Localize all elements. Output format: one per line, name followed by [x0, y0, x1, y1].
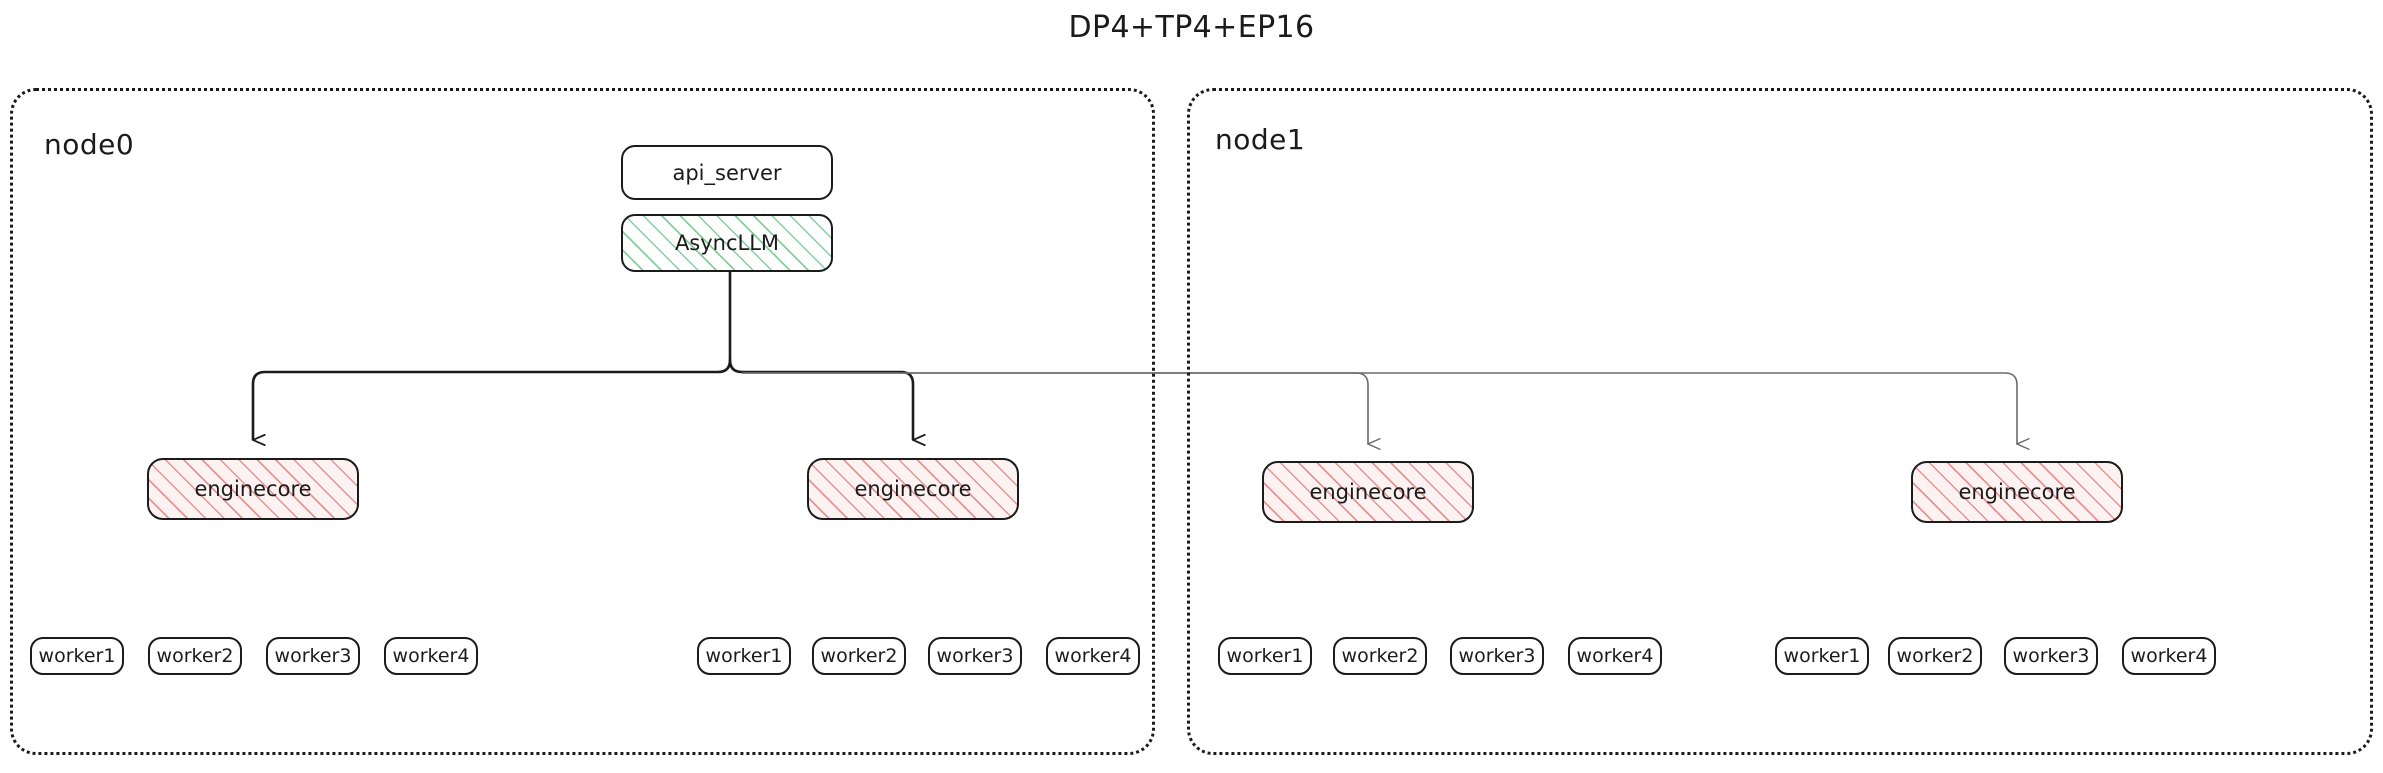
- async-llm-box-node0[interactable]: AsyncLLM: [621, 214, 833, 272]
- worker-box-node0-g0-3[interactable]: worker4: [384, 637, 478, 675]
- worker-box-node1-g1-3[interactable]: worker4: [2122, 637, 2216, 675]
- node-label-node1: node1: [1215, 123, 1306, 156]
- worker-box-node1-g1-2[interactable]: worker3: [2004, 637, 2098, 675]
- worker-box-node1-g0-0[interactable]: worker1: [1218, 637, 1312, 675]
- worker-box-node0-g0-0[interactable]: worker1: [30, 637, 124, 675]
- worker-box-node0-g0-2[interactable]: worker3: [266, 637, 360, 675]
- worker-box-node0-g1-1[interactable]: worker2: [812, 637, 906, 675]
- worker-box-node0-g1-0[interactable]: worker1: [697, 637, 791, 675]
- node-label-node0: node0: [44, 128, 135, 161]
- enginecore-box-node0-0[interactable]: enginecore: [147, 458, 359, 520]
- enginecore-box-node1-0[interactable]: enginecore: [1262, 461, 1474, 523]
- worker-box-node0-g1-2[interactable]: worker3: [928, 637, 1022, 675]
- worker-box-node0-g0-1[interactable]: worker2: [148, 637, 242, 675]
- connector-stem-left: [716, 358, 732, 374]
- connector-to-enginecore-n0-0: [251, 370, 718, 440]
- node-container-node0: [10, 88, 1155, 755]
- enginecore-box-node1-1[interactable]: enginecore: [1911, 461, 2123, 523]
- node-container-node1: [1187, 88, 2373, 755]
- connector-to-enginecore-n1-1: [742, 372, 2017, 444]
- worker-box-node1-g0-3[interactable]: worker4: [1568, 637, 1662, 675]
- api-server-box-node0[interactable]: api_server: [621, 145, 833, 200]
- worker-box-node1-g0-1[interactable]: worker2: [1333, 637, 1427, 675]
- worker-box-node1-g1-1[interactable]: worker2: [1888, 637, 1982, 675]
- enginecore-box-node0-1[interactable]: enginecore: [807, 458, 1019, 520]
- worker-box-node1-g0-2[interactable]: worker3: [1450, 637, 1544, 675]
- worker-box-node0-g1-3[interactable]: worker4: [1046, 637, 1140, 675]
- page-title: DP4+TP4+EP16: [1068, 10, 1315, 45]
- worker-box-node1-g1-0[interactable]: worker1: [1775, 637, 1869, 675]
- connector-to-enginecore-n0-1: [742, 370, 913, 440]
